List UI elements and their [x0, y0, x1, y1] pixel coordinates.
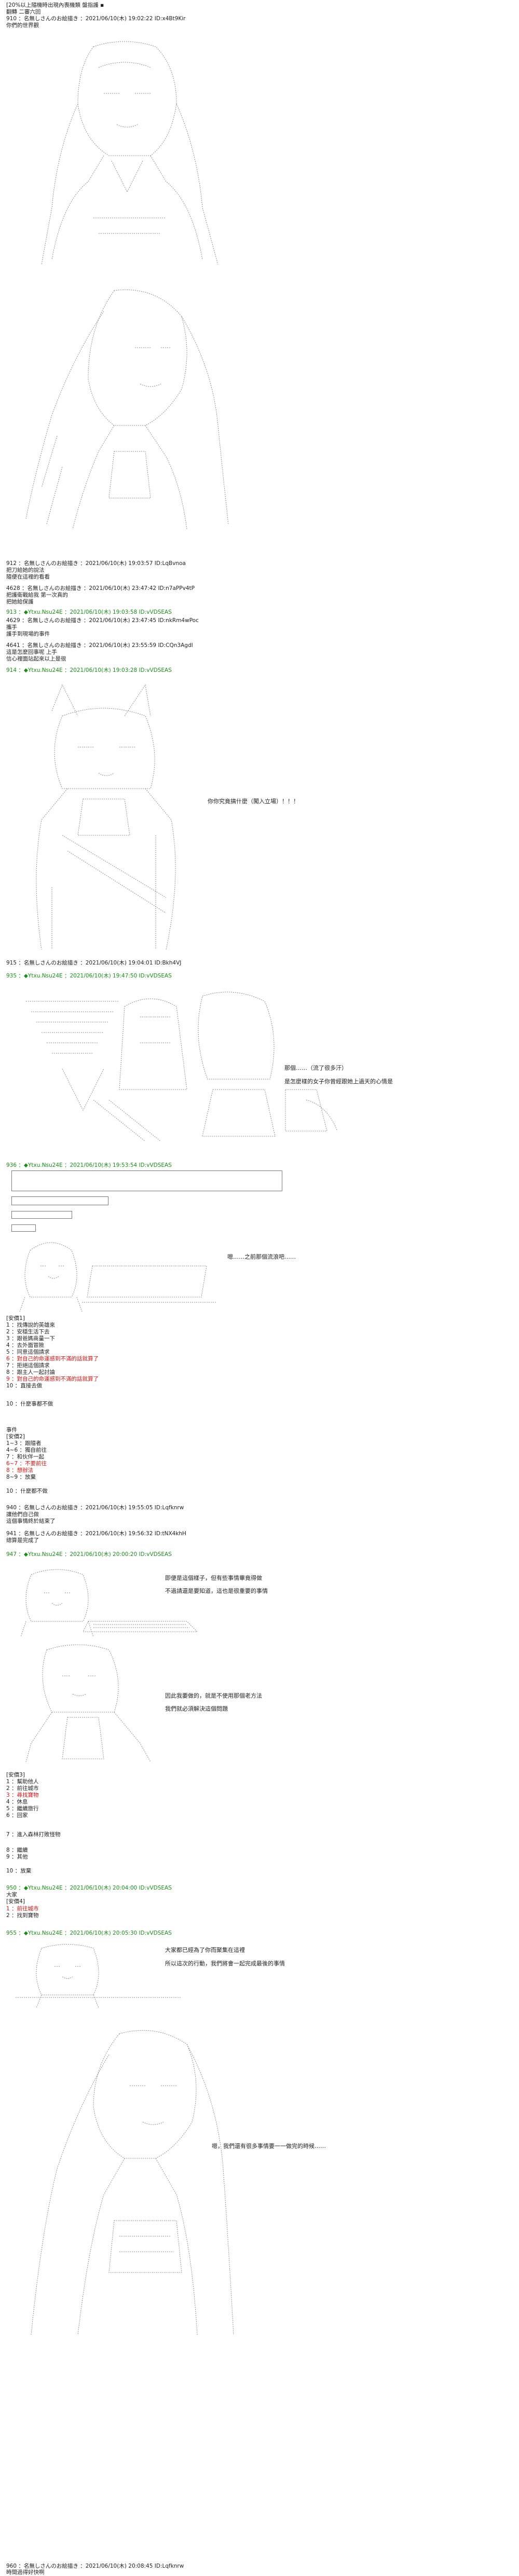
meta-line: 10 ：什麼都不做 [6, 1488, 48, 1494]
post-header: 936 ：◆Ytxu.Nsu24E ：2021/06/10(木) 19:53:5… [6, 1162, 172, 1168]
post-header: 914 ：◆Ytxu.Nsu24E ：2021/06/10(木) 19:03:2… [6, 667, 172, 673]
choice-footer: 9 ：其他 [6, 1854, 28, 1860]
choice-footer: 10 ：什麼事都不做 [6, 1401, 53, 1407]
post-header: 913 ：◆Ytxu.Nsu24E ：2021/06/10(木) 19:03:5… [6, 609, 172, 615]
speech-line: 所以這次的行動，我們將會一起完成最後的事情 [165, 1960, 285, 1967]
speech-line: 我們就必須解決這個問題 [165, 1705, 228, 1712]
post-body: 攜手 護手到現場的事件 [6, 624, 50, 637]
speech-line: 嗯，我們還有很多事情要一一做完的時候…… [212, 2143, 326, 2150]
input-bar[interactable] [11, 1224, 36, 1232]
post-body: 時間過得好快啊 [6, 2569, 45, 2575]
choice-item: 10 ：直接去做 [6, 1383, 43, 1389]
speech-line: 你你究竟搞什麼（闖入立場）！！！ [208, 798, 299, 805]
ascii-art-girl-final [21, 2023, 239, 2345]
post-header: 950 ：◆Ytxu.Nsu24E ：2021/06/10(木) 20:04:0… [6, 1885, 172, 1891]
meta-line: 6~7 ：不要前往 [6, 1461, 47, 1467]
post-body: 讓他們自己做 這個事情終於結束了 [6, 1511, 56, 1524]
meta-line: 7 ：和伙伴一起 [6, 1454, 45, 1460]
meta-line: 4~6 ：獨自前往 [6, 1447, 47, 1453]
post-header: 4628 ：名無しさんのお絵描き ：2021/06/10(木) 23:47:42… [6, 585, 195, 591]
choice-item: 7 ：拒絕這個請求 [6, 1362, 50, 1369]
choice-footer: 8 ：繼續 [6, 1847, 28, 1853]
speech-line: 那個……（流了很多汗） [284, 1065, 347, 1071]
post-body: 把刀給她的說法 隨便在這裡的看看 [6, 567, 50, 580]
top-line-1: [20%以上隨機時出現內喪機類 盤指護 ▪ [6, 2, 104, 8]
post-header: 960 ：名無しさんのお絵描き ：2021/06/10(木) 20:08:45 … [6, 2563, 184, 2569]
choice-item: 1 ：幫助他人 [6, 1779, 39, 1785]
choice-item: 2 ：找到寶物 [6, 1912, 39, 1919]
ascii-art-blob-keyboard [10, 1564, 280, 1642]
input-box[interactable] [11, 1170, 282, 1191]
choice-title: [安價1] [6, 1315, 25, 1321]
choice-item: 4 ：休息 [6, 1799, 28, 1805]
speech-line: 即便是這個樣子，但有些事情畢竟得做 [165, 1575, 262, 1581]
speech-line: 嗯……之前那個流浪吧…… [227, 1253, 296, 1260]
ascii-art-long-hair-girl [10, 280, 239, 540]
speech-line: 不過請還是要知道，這也是很重要的事情 [165, 1588, 268, 1594]
choice-footer: 10 ：放棄 [6, 1868, 32, 1874]
post-header: 955 ：◆Ytxu.Nsu24E ：2021/06/10(木) 20:05:3… [6, 1930, 172, 1936]
post-body: 把護衛戰給我 第一次真的 把她給保護 [6, 592, 68, 605]
choice-item: 6 ：回家 [6, 1812, 28, 1819]
choice-item: 9 ：對自己的命運感到不滿的話就算了 [6, 1376, 99, 1382]
choice-item: 5 ：同意這個請求 [6, 1349, 50, 1355]
post-header: 4641 ：名無しさんのお絵描き ：2021/06/10(木) 23:55:59… [6, 642, 193, 649]
post-header: 915 ：名無しさんのお絵描き ：2021/06/10(木) 19:04:01 … [6, 960, 182, 966]
choice-title: [安價3] [6, 1772, 25, 1778]
choice-item: 3 ：跟爸媽商量一下 [6, 1335, 56, 1342]
post-header: 940 ：名無しさんのお絵描き ：2021/06/10(木) 19:55:05 … [6, 1505, 184, 1511]
post-header: 910 ：名無しさんのお絵描き ：2021/06/10(木) 19:02:22 … [6, 16, 186, 22]
speech-line: 因此我要做的，就是不使用那個老方法 [165, 1692, 262, 1699]
meta-line: 8 ：想辦法 [6, 1467, 34, 1473]
post-header: 935 ：◆Ytxu.Nsu24E ：2021/06/10(木) 19:47:5… [6, 973, 172, 979]
choice-item: 6 ：對自己的命運感到不滿的話就算了 [6, 1356, 99, 1362]
ascii-art-thinking-figure [10, 1640, 166, 1764]
speech-line: 大家都已經為了你而聚集在這裡 [165, 1947, 245, 1953]
post-header: 4629 ：名無しさんのお絵描き ：2021/06/10(木) 23:47:45… [6, 617, 199, 624]
post-body: 總算是完成了 [6, 1537, 39, 1544]
ascii-art-crowd-scene [16, 986, 410, 1152]
choice-item: 1 ：找傳說的英雄來 [6, 1322, 56, 1328]
post-body: 大家 [安價4] [6, 1892, 25, 1905]
meta-line: [安價2] [6, 1434, 25, 1440]
choice-item: 8 ：跟主人一起討論 [6, 1369, 56, 1375]
post-header: 912 ：名無しさんのお絵描き ：2021/06/10(木) 19:03:57 … [6, 560, 186, 567]
input-bar[interactable] [11, 1211, 72, 1219]
choice-item: 5 ：繼續旅行 [6, 1806, 39, 1812]
choice-item: 2 ：前往城市 [6, 1785, 39, 1792]
post-body: 這是怎麼回事呢 上手 信心裡面站起來以上是很 [6, 649, 66, 662]
meta-line: 1~3 ：跟隨者 [6, 1440, 42, 1447]
choice-item: 4 ：去外面冒險 [6, 1342, 45, 1348]
choice-item: 2 ：安穩生活下去 [6, 1329, 50, 1335]
post-header: 947 ：◆Ytxu.Nsu24E ：2021/06/10(木) 20:00:2… [6, 1551, 172, 1558]
ascii-art-cat-girl [10, 680, 197, 960]
ascii-art-girl-portrait [21, 36, 239, 275]
ascii-art-blob-laptop [9, 1235, 279, 1313]
post-header: 941 ：名無しさんのお絵描き ：2021/06/10(木) 19:56:32 … [6, 1531, 186, 1537]
top-line-2: 翻轉 二審六回 [6, 9, 41, 15]
speech-line: 是怎麼樣的女子你曾經跟她上過天的心情是 [284, 1078, 393, 1085]
meta-line: 8~9 ：放棄 [6, 1474, 36, 1480]
choice-item: 1 ：前往城市 [6, 1906, 39, 1912]
ascii-art-blob-table [10, 1943, 187, 2010]
meta-line: 事件 [6, 1427, 17, 1433]
post-body: 你們的世界觀 [6, 22, 39, 29]
choice-footer: 7 ：進入森林打敗怪物 [6, 1831, 61, 1838]
input-bar[interactable] [11, 1196, 108, 1205]
choice-item: 3 ：尋找寶物 [6, 1792, 39, 1798]
